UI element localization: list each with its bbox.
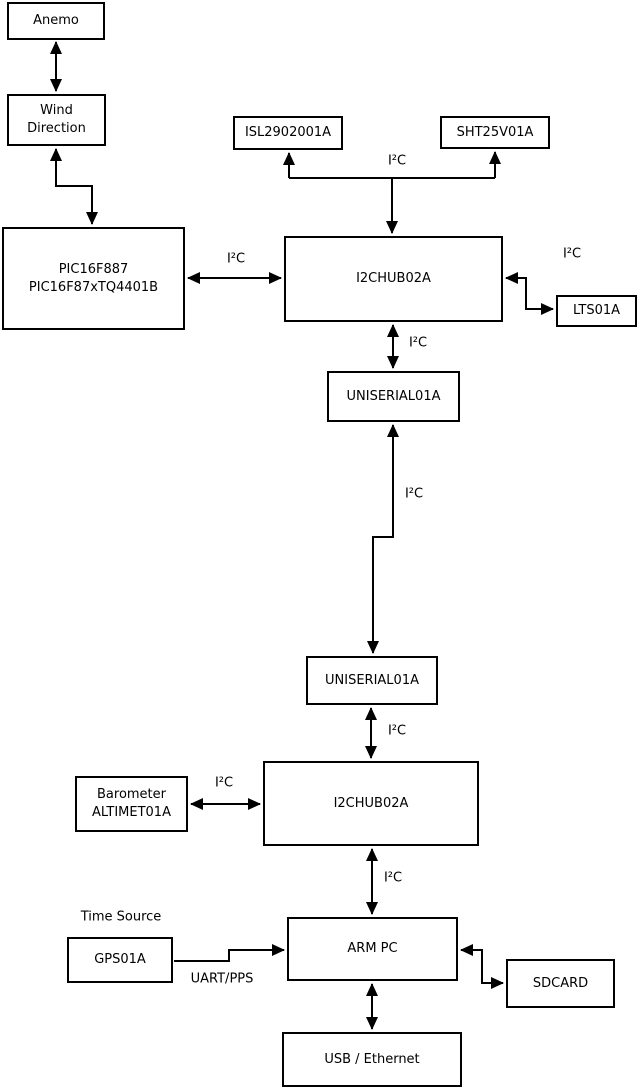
node-uniserial01a-lower: UNISERIAL01A (306, 656, 438, 705)
node-usb-label: USB / Ethernet (324, 1051, 420, 1067)
node-gps01a: GPS01A (67, 937, 173, 983)
node-i2chub02a-upper: I2CHUB02A (284, 236, 503, 322)
node-lts-label: LTS01A (572, 303, 621, 319)
edge-label-i2c-pic-hub1: I²C (226, 251, 246, 267)
annotation-time-source: Time Source (80, 909, 162, 925)
edge-arm-sdcard (460, 944, 504, 989)
node-usb-ethernet: USB / Ethernet (282, 1032, 462, 1087)
node-isl-label: ISL2902001A (244, 125, 332, 141)
edge-label-i2c-uni1-uni2: I²C (404, 486, 424, 502)
edge-label-i2c-hub1-lts: I²C (562, 246, 582, 262)
edge-label-i2c-baro-hub2: I²C (214, 775, 234, 791)
node-hub2-label: I2CHUB02A (333, 795, 409, 811)
node-uni1-label: UNISERIAL01A (346, 388, 441, 404)
node-hub1-label: I2CHUB02A (356, 271, 431, 287)
node-baro-line1: Barometer (97, 787, 166, 803)
edge-hub1-lts (505, 272, 554, 315)
node-gps-label: GPS01A (94, 952, 146, 968)
node-sdcard: SDCARD (506, 959, 615, 1008)
node-baro-line2: ALTIMET01A (92, 805, 171, 820)
edge-label-i2c-uni2-hub2: I²C (387, 723, 407, 739)
edge-label-uart-pps: UART/PPS (190, 971, 254, 987)
node-wind-line1: Wind (40, 103, 73, 119)
edge-label-i2c-top-bus: I²C (387, 153, 407, 169)
node-isl2902001a: ISL2902001A (233, 116, 343, 150)
node-uni2-label: UNISERIAL01A (325, 672, 419, 688)
edge-wind-pic (50, 148, 98, 225)
node-barometer-altimet01a: Barometer ALTIMET01A (75, 776, 188, 832)
node-sht25v01a: SHT25V01A (440, 116, 550, 149)
node-i2chub02a-lower: I2CHUB02A (263, 761, 479, 846)
node-sht-label: SHT25V01A (456, 124, 534, 140)
node-wind-line2: Direction (27, 121, 86, 136)
node-pic-line1: PIC16F887 (58, 261, 129, 277)
node-sdcard-label: SDCARD (532, 975, 589, 991)
node-arm-label: ARM PC (347, 941, 398, 957)
edge-label-i2c-hub1-uni1: I²C (408, 335, 428, 351)
edge-uni1-uni2 (367, 424, 399, 654)
node-pic16f887: PIC16F887 PIC16F87xTQ4401B (2, 227, 185, 330)
node-anemo: Anemo (7, 2, 105, 40)
edge-gps-arm (174, 944, 285, 962)
node-pic-line2: PIC16F87xTQ4401B (28, 279, 159, 295)
edge-label-i2c-hub2-arm: I²C (383, 870, 403, 886)
node-arm-pc: ARM PC (287, 917, 458, 981)
node-wind-direction: Wind Direction (7, 94, 106, 146)
node-anemo-label: Anemo (33, 13, 79, 29)
node-lts01a: LTS01A (556, 295, 637, 327)
node-uniserial01a-upper: UNISERIAL01A (327, 371, 460, 422)
